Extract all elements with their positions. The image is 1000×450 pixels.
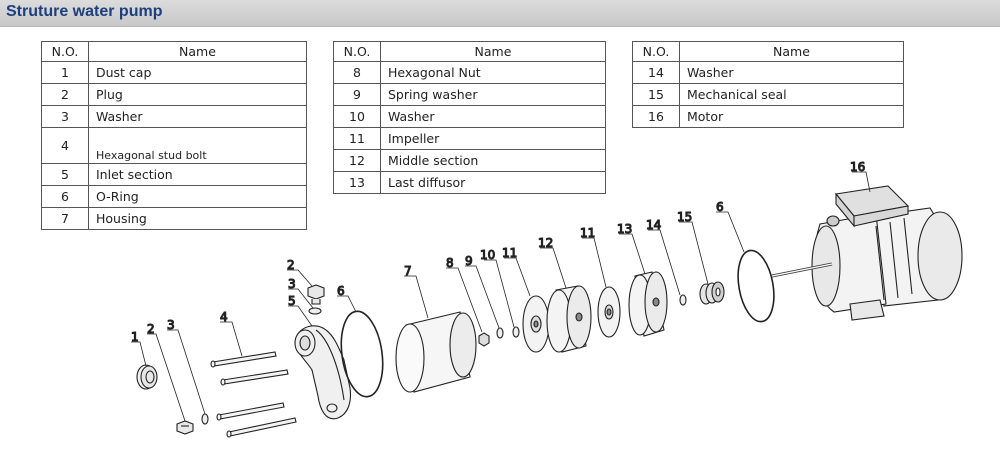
callout-label: 3 xyxy=(288,277,296,291)
last-diffusor-part xyxy=(628,271,668,337)
column-header-no: N.O. xyxy=(632,41,680,62)
callout-label: 9 xyxy=(465,254,473,268)
part-name: Hexagonal stud bolt xyxy=(88,127,307,164)
part-name: Dust cap xyxy=(88,61,307,84)
callout-label: 6 xyxy=(716,200,724,214)
callout-label: 3 xyxy=(167,318,175,332)
callout-label: 16 xyxy=(850,160,865,174)
callout-label: 10 xyxy=(480,248,495,262)
hex-nut-part xyxy=(478,332,490,347)
page-title: Struture water pump xyxy=(6,3,163,20)
washer-part-upper xyxy=(308,307,322,315)
callout-label: 14 xyxy=(646,218,661,232)
callout-label: 5 xyxy=(288,294,296,308)
part-number: 12 xyxy=(333,149,381,172)
washer-part-right xyxy=(679,294,687,306)
part-name: Motor xyxy=(679,105,904,128)
callout-label: 6 xyxy=(337,284,345,298)
callout-label: 15 xyxy=(677,210,692,224)
callout-label: 11 xyxy=(580,226,595,240)
plug-part-lower xyxy=(176,420,194,435)
callout-label: 13 xyxy=(617,222,632,236)
part-name: Washer xyxy=(380,105,606,128)
housing-part xyxy=(395,311,477,393)
section-header: Struture water pump xyxy=(0,0,1000,27)
washer-part-lower xyxy=(201,413,209,425)
part-name: Spring washer xyxy=(380,83,606,106)
impeller-part-left xyxy=(522,295,550,353)
callout-label: 8 xyxy=(446,256,454,270)
callout-label: 12 xyxy=(538,236,553,250)
part-name: Last diffusor xyxy=(380,171,606,194)
inlet-section-part xyxy=(294,325,352,420)
part-name: Inlet section xyxy=(88,163,307,186)
leader-lines xyxy=(131,171,871,422)
table-header-row: N.O. Name xyxy=(41,41,307,62)
callout-label: 2 xyxy=(147,322,155,336)
callout-label: 2 xyxy=(287,258,295,272)
callout-label: 4 xyxy=(220,310,228,324)
callout-numbers: 1 2 3 4 2 3 5 6 7 8 9 10 11 12 11 13 14 … xyxy=(130,159,865,344)
washer-part-mid xyxy=(512,326,520,338)
spring-washer-part xyxy=(496,327,504,339)
part-name: Housing xyxy=(88,207,307,230)
part-number: 16 xyxy=(632,105,680,128)
column-header-name: Name xyxy=(88,41,307,62)
impeller-part-right xyxy=(597,286,621,338)
callout-label: 1 xyxy=(131,330,139,344)
middle-section-part xyxy=(546,285,592,353)
callout-label: 7 xyxy=(404,264,412,278)
plug-part-upper xyxy=(307,284,325,305)
callout-label: 11 xyxy=(502,246,517,260)
part-number: 15 xyxy=(632,83,680,106)
table-header-row: N.O. Name xyxy=(632,41,904,62)
stud-bolts-part xyxy=(210,351,297,438)
mechanical-seal-part xyxy=(699,281,725,305)
motor-part xyxy=(771,185,963,321)
dust-cap-part xyxy=(136,364,158,390)
o-ring-part-right xyxy=(737,249,775,323)
